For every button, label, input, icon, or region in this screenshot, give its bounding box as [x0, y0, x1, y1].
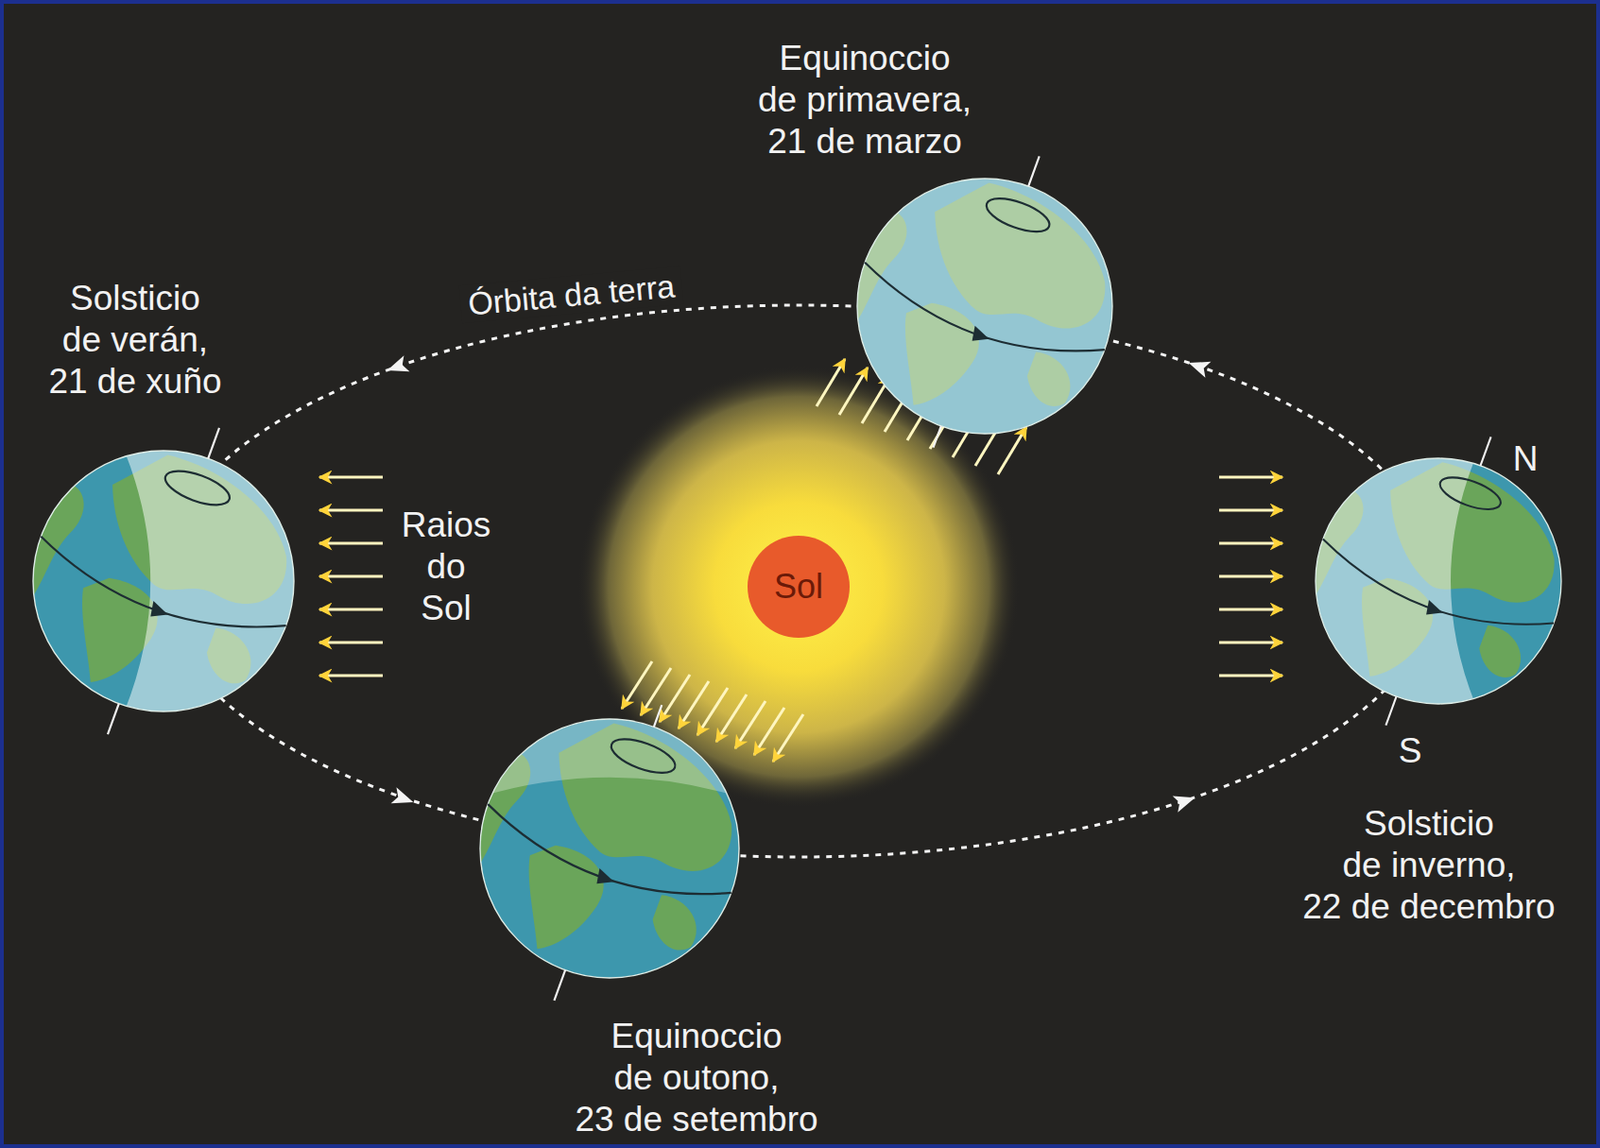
event-label: Equinoccio de outono, 23 de setembro [571, 1015, 823, 1141]
earth-globe [0, 383, 343, 780]
wrap-spacer [792, 1015, 823, 1100]
orbit-path [160, 305, 1437, 858]
orbit-label: Órbita da terra [459, 266, 685, 324]
wrap-spacer [571, 1015, 602, 1100]
rays-label: Raios do Sol [398, 504, 494, 630]
earth-globe [813, 112, 1160, 492]
node-text: Sol [774, 567, 824, 607]
earth-globe [432, 660, 784, 1046]
sun-glow [577, 365, 1020, 809]
event-label: Solsticio de verán, 21 de xuño [47, 277, 224, 403]
event-label: Solsticio de inverno, 22 de decembro [1299, 803, 1560, 929]
pole-label: N [1513, 439, 1539, 480]
sun-rays [319, 359, 1283, 762]
event-label: Equinoccio de primavera, 21 de marzo [756, 37, 974, 163]
sun-core: Sol [747, 535, 850, 638]
pole-label: S [1398, 731, 1423, 772]
wrap-spacer [1299, 803, 1342, 887]
orbit-arrows [384, 355, 1212, 813]
wrap-spacer [1516, 803, 1560, 887]
earth-globe [1270, 395, 1600, 768]
